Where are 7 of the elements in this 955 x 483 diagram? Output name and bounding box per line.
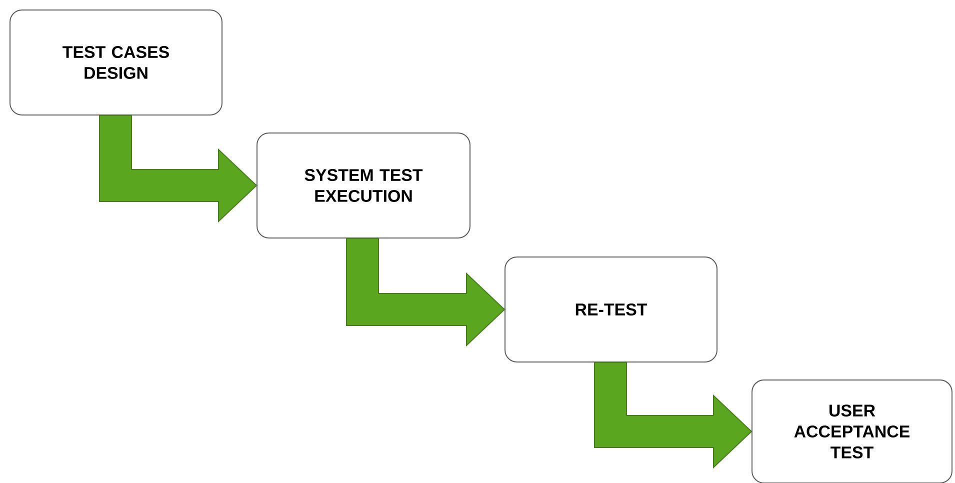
- arrow: [99, 115, 258, 223]
- process-box: TEST CASES DESIGN: [10, 10, 222, 116]
- arrow: [346, 238, 506, 347]
- process-box: SYSTEM TEST EXECUTION: [256, 132, 470, 238]
- process-box: USER ACCEPTANCE TEST: [752, 380, 952, 483]
- arrow: [594, 362, 752, 469]
- process-box: RE-TEST: [504, 256, 718, 362]
